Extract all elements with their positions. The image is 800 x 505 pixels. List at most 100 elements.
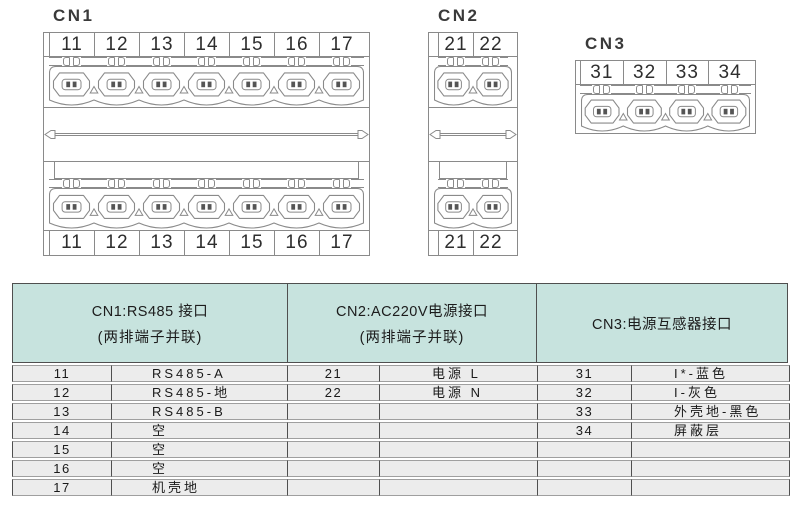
header-cell-cn3: CN3:电源互感器接口 [536, 283, 788, 363]
triangle-marker [134, 85, 144, 94]
pin-desc-cell: RS485-A [112, 365, 288, 382]
pin-desc-cell [632, 441, 790, 458]
cn1-terminal-strip-top [44, 66, 369, 107]
clip-icon [197, 179, 216, 188]
cn2-lower-edge [429, 162, 517, 179]
pin-label-22: 22 [473, 33, 508, 56]
pin-label-31: 31 [580, 61, 623, 84]
pin-desc-cell: RS485-B [112, 403, 288, 420]
triangle-marker [89, 207, 99, 216]
pin-desc-cell: 电源 L [380, 365, 538, 382]
triangle-marker [224, 207, 234, 216]
clip-icon [332, 179, 351, 188]
pin-number-cell: 21 [288, 365, 380, 382]
pin-desc-cell: I-灰色 [632, 384, 790, 401]
triangle-marker [618, 112, 628, 121]
clip-icon [107, 179, 126, 188]
pin-label-14: 14 [184, 231, 229, 255]
cn2-clip-strip-bottom [429, 179, 517, 188]
cn1-mid-band [44, 107, 369, 162]
pin-label-22: 22 [473, 231, 508, 255]
header-cn2-title: CN2:AC220V电源接口 [335, 303, 489, 320]
pin-label-13: 13 [139, 231, 184, 255]
terminal-strip-outline [434, 188, 512, 229]
cn3-terminal-strip [576, 94, 755, 133]
pin-number-cell [288, 441, 380, 458]
clip-icon [634, 85, 654, 94]
parallel-link-line [44, 130, 369, 139]
header-cn2-subtitle: (两排端子并联) [359, 329, 465, 346]
cn1-clip-strip-bottom [44, 179, 369, 188]
pin-table-header: CN1:RS485 接口 (两排端子并联) CN2:AC220V电源接口 (两排… [12, 283, 790, 363]
header-cn1-subtitle: (两排端子并联) [97, 329, 203, 346]
pin-number-cell [288, 403, 380, 420]
header-cell-cn1: CN1:RS485 接口 (两排端子并联) [12, 283, 288, 363]
pin-label-12: 12 [94, 231, 139, 255]
parallel-link-line [429, 130, 517, 139]
pin-number-cell: 14 [12, 422, 112, 439]
pin-row-margin [364, 231, 369, 255]
pin-desc-cell [380, 441, 538, 458]
clip-icon [287, 57, 306, 66]
clip-icon [677, 85, 697, 94]
clip-rail [438, 179, 508, 188]
terminal-strip-outline [581, 94, 750, 132]
triangle-marker [179, 207, 189, 216]
pin-number-cell: 34 [538, 422, 632, 439]
clip-icon [446, 57, 465, 66]
header-cn3-title: CN3:电源互感器接口 [591, 316, 733, 333]
terminal-icon [187, 194, 226, 219]
cn3-clip-strip [576, 85, 755, 94]
cn2-clip-strip-top [429, 57, 517, 66]
terminal-icon [187, 72, 226, 97]
terminal-icon [277, 72, 316, 97]
pin-label-33: 33 [665, 61, 709, 84]
triangle-marker [224, 85, 234, 94]
clip-icon [481, 57, 500, 66]
clip-icon [62, 57, 81, 66]
terminal-icon [437, 72, 470, 97]
pin-desc-cell: 空 [112, 460, 288, 477]
pin-row-margin [429, 33, 438, 56]
pin-desc-cell: I*-蓝色 [632, 365, 790, 382]
pin-label-16: 16 [274, 231, 319, 255]
pin-label-34: 34 [708, 61, 751, 84]
terminal-icon [52, 194, 91, 219]
clip-icon [107, 57, 126, 66]
triangle-marker [269, 207, 279, 216]
clip-icon [591, 85, 611, 94]
triangle-marker [89, 85, 99, 94]
clip-icon [152, 179, 171, 188]
left-arrow-cap [429, 130, 441, 139]
terminal-icon [476, 72, 509, 97]
terminal-icon [584, 99, 620, 124]
pin-number-cell: 31 [538, 365, 632, 382]
triangle-marker [468, 85, 478, 94]
cn2-mid-band [429, 107, 517, 162]
pin-desc-cell [380, 403, 538, 420]
terminal-icon [711, 99, 747, 124]
pin-label-15: 15 [229, 231, 274, 255]
terminal-icon [322, 72, 361, 97]
connector-cn1-title: CN1 [53, 6, 95, 25]
terminal-icon [142, 72, 181, 97]
clip-icon [62, 179, 81, 188]
terminal-icon [97, 72, 136, 97]
terminal-icon [232, 194, 271, 219]
pin-number-cell: 12 [12, 384, 112, 401]
pin-row-margin [429, 231, 438, 255]
pin-label-11: 11 [49, 33, 94, 56]
pin-label-15: 15 [229, 33, 274, 56]
pin-label-17: 17 [319, 231, 364, 255]
